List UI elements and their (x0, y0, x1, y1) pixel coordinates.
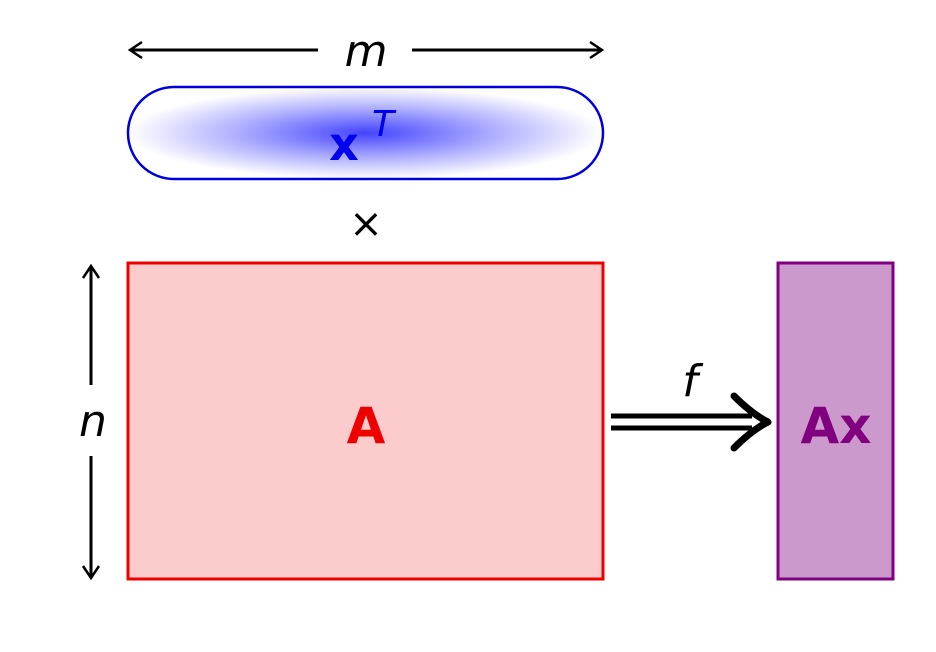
result-label: Ax (801, 397, 872, 455)
m-dimension-arrow (127, 40, 605, 60)
map-label: f (682, 356, 704, 407)
transpose-label: T (372, 104, 397, 145)
vector-x: x (329, 117, 359, 171)
m-label: m (345, 26, 388, 77)
n-dimension-arrow (81, 263, 101, 581)
vector-pill (126, 85, 605, 181)
n-label: n (79, 396, 107, 447)
matrix-label: A (347, 397, 386, 455)
times-sign: × (349, 201, 383, 247)
implies-arrow (611, 392, 772, 452)
result-box (776, 261, 895, 581)
matrix-box (126, 261, 605, 581)
vector-label: x (329, 117, 359, 171)
